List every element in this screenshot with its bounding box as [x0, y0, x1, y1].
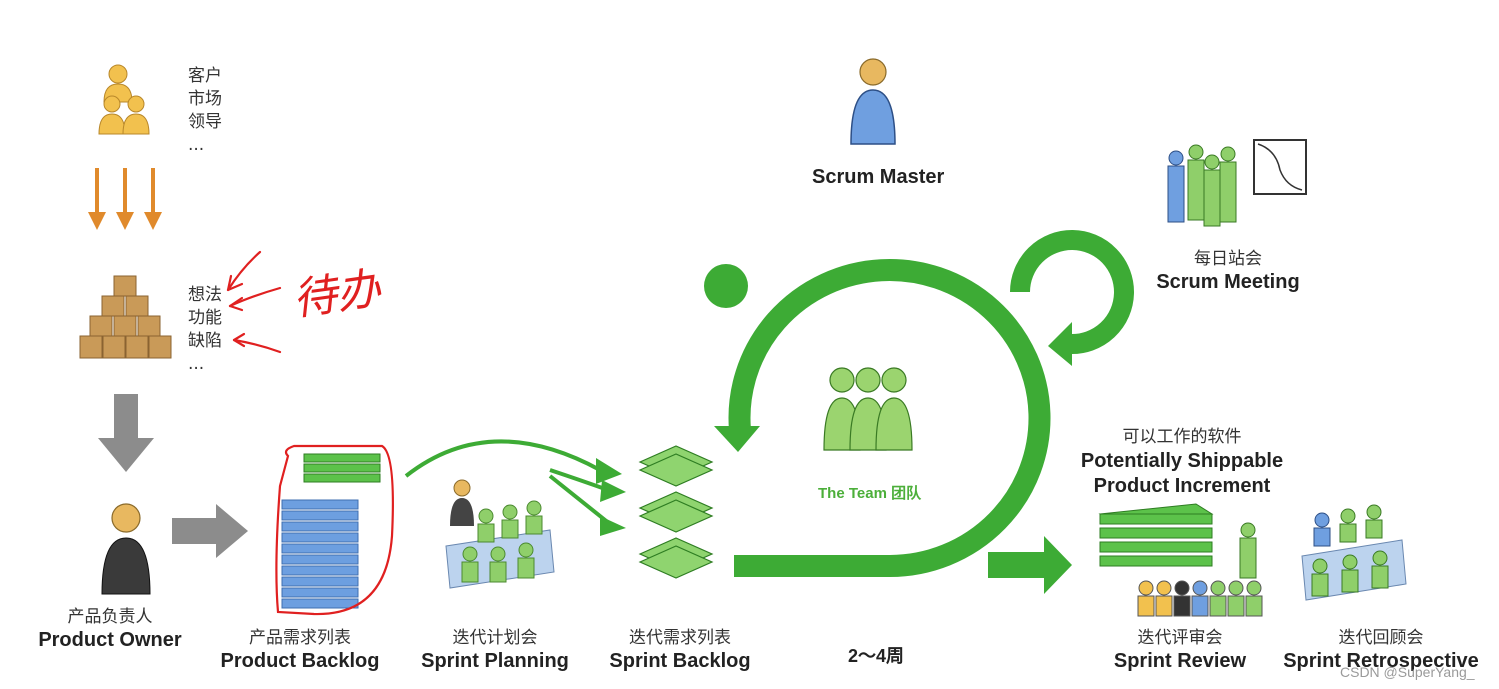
stakeholders-group-icon	[98, 64, 150, 135]
increment-en2: Product Increment	[1093, 475, 1271, 497]
stakeholder-item: 客户	[188, 66, 222, 86]
sprint-planning-icon	[445, 479, 555, 589]
stakeholder-item: ...	[188, 135, 205, 155]
scrum-meeting-icon	[1167, 139, 1307, 227]
sprint-backlog-stack	[638, 445, 714, 579]
sprint-retrospective-icon	[1301, 504, 1407, 601]
sprint-review-cn: 迭代评审会	[1137, 628, 1223, 648]
sprint-planning-label: 迭代计划会 Sprint Planning	[400, 627, 590, 673]
input-list: 想法 功能 缺陷 ...	[188, 284, 248, 376]
increment-stack	[1098, 503, 1214, 567]
scrum-meeting-cn: 每日站会	[1194, 249, 1262, 269]
stakeholder-item: 领导	[188, 112, 222, 132]
increment-cn: 可以工作的软件	[1122, 427, 1242, 447]
input-item: 功能	[188, 308, 222, 328]
stakeholder-item: 市场	[188, 89, 222, 109]
sprint-review-icon	[1137, 522, 1263, 617]
sprint-retrospective-cn: 迭代回顾会	[1338, 628, 1424, 648]
increment-en1: Potentially Shippable	[1080, 450, 1284, 472]
sprint-retrospective-label: 迭代回顾会 Sprint Retrospective	[1270, 627, 1492, 673]
red-annotation-arrows	[226, 250, 282, 354]
gray-right-arrow	[172, 504, 248, 558]
product-owner-icon	[101, 503, 151, 595]
stakeholder-list: 客户 市场 领导 ...	[188, 65, 248, 157]
scrum-master-icon	[850, 58, 896, 145]
gray-down-arrow	[98, 394, 154, 472]
product-backlog-label: 产品需求列表 Product Backlog	[205, 627, 395, 673]
input-item: 缺陷	[188, 331, 222, 351]
increment-label: 可以工作的软件 Potentially Shippable Product In…	[1052, 426, 1312, 499]
daily-loop	[1010, 230, 1134, 366]
duration-label: 2～4周	[848, 646, 905, 666]
scrum-master-label: Scrum Master	[812, 166, 945, 188]
orange-down-arrows	[88, 168, 162, 230]
sprint-backlog-cn: 迭代需求列表	[629, 628, 731, 648]
planning-curve-arrows	[404, 439, 626, 536]
scrum-meeting-label: 每日站会 Scrum Meeting	[1128, 248, 1328, 294]
sprint-backlog-en: Sprint Backlog	[609, 650, 751, 672]
product-backlog-stack	[275, 444, 394, 616]
product-owner-label: 产品负责人 Product Owner	[20, 606, 200, 652]
sprint-cycle	[704, 259, 1072, 594]
sprint-planning-en: Sprint Planning	[421, 650, 569, 672]
product-owner-en: Product Owner	[38, 629, 182, 651]
boxes-icon	[79, 275, 172, 359]
scrum-meeting-en: Scrum Meeting	[1156, 271, 1300, 293]
team-icon	[823, 367, 913, 451]
watermark: CSDN @SuperYang_	[1340, 664, 1475, 680]
product-owner-cn: 产品负责人	[67, 607, 153, 627]
sprint-review-en: Sprint Review	[1113, 650, 1247, 672]
input-item: ...	[188, 354, 205, 374]
team-label: The Team 团队	[818, 485, 922, 502]
sprint-planning-cn: 迭代计划会	[452, 628, 538, 648]
sprint-backlog-label: 迭代需求列表 Sprint Backlog	[585, 627, 775, 673]
annotation-text: 待办	[289, 263, 384, 326]
sprint-retrospective-en: Sprint Retrospective	[1283, 650, 1479, 672]
input-item: 想法	[188, 285, 222, 305]
product-backlog-cn: 产品需求列表	[249, 628, 351, 648]
product-backlog-en: Product Backlog	[220, 650, 380, 672]
sprint-review-label: 迭代评审会 Sprint Review	[1090, 627, 1270, 673]
